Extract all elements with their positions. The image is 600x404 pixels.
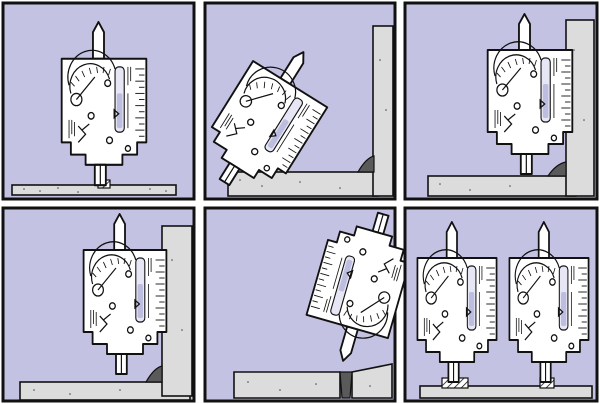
base-plate [427,175,577,197]
fillet-weld [356,155,375,173]
right-plate [351,363,393,399]
panel-top-left [1,1,196,201]
base-plate [11,184,177,196]
wall-plate [372,25,394,197]
panel-bottom-right [403,206,599,403]
butt-weld-seam [339,371,353,399]
fillet-weld [144,365,163,383]
left-plate [233,371,341,399]
panel-bottom-middle [203,200,422,403]
base-plate [419,385,593,399]
panel-bottom-left [1,206,196,403]
panel-top-middle [189,1,397,209]
panel-top-right [403,1,599,201]
fillet-weld [546,161,567,177]
